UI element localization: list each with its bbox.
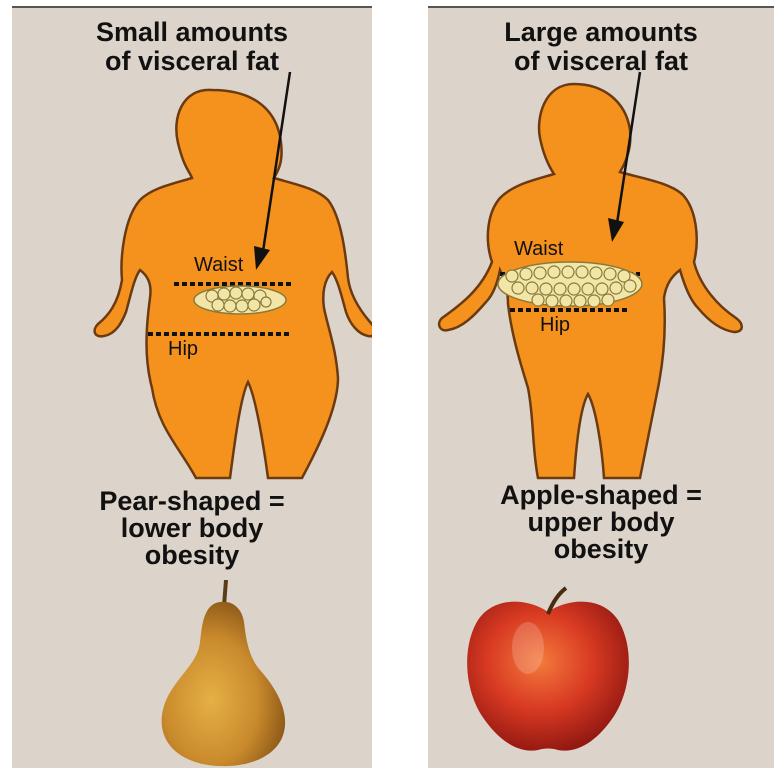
right-caption-line2: upper body	[428, 509, 774, 536]
apple-fat-deposit	[498, 262, 642, 307]
apple-image	[458, 584, 638, 764]
left-caption-line3: obesity	[12, 542, 372, 569]
left-hip-label: Hip	[168, 338, 198, 361]
pear-fat-deposit	[194, 286, 286, 314]
apple-panel: Large amounts of visceral fat	[428, 6, 774, 768]
right-hip-label: Hip	[540, 314, 570, 337]
apple-fruit	[467, 602, 629, 751]
left-waist-label: Waist	[194, 254, 243, 277]
right-caption: Apple-shaped = upper body obesity	[428, 482, 774, 563]
right-caption-line1: Apple-shaped =	[428, 482, 774, 509]
left-caption-line2: lower body	[12, 515, 372, 542]
left-caption-line1: Pear-shaped =	[12, 488, 372, 515]
right-waist-label: Waist	[514, 238, 563, 261]
pear-panel: Small amounts of visceral fat Waist Hip	[12, 6, 372, 768]
right-caption-line3: obesity	[428, 536, 774, 563]
left-caption: Pear-shaped = lower body obesity	[12, 488, 372, 569]
pear-fruit	[162, 602, 285, 766]
pear-image	[132, 578, 312, 768]
